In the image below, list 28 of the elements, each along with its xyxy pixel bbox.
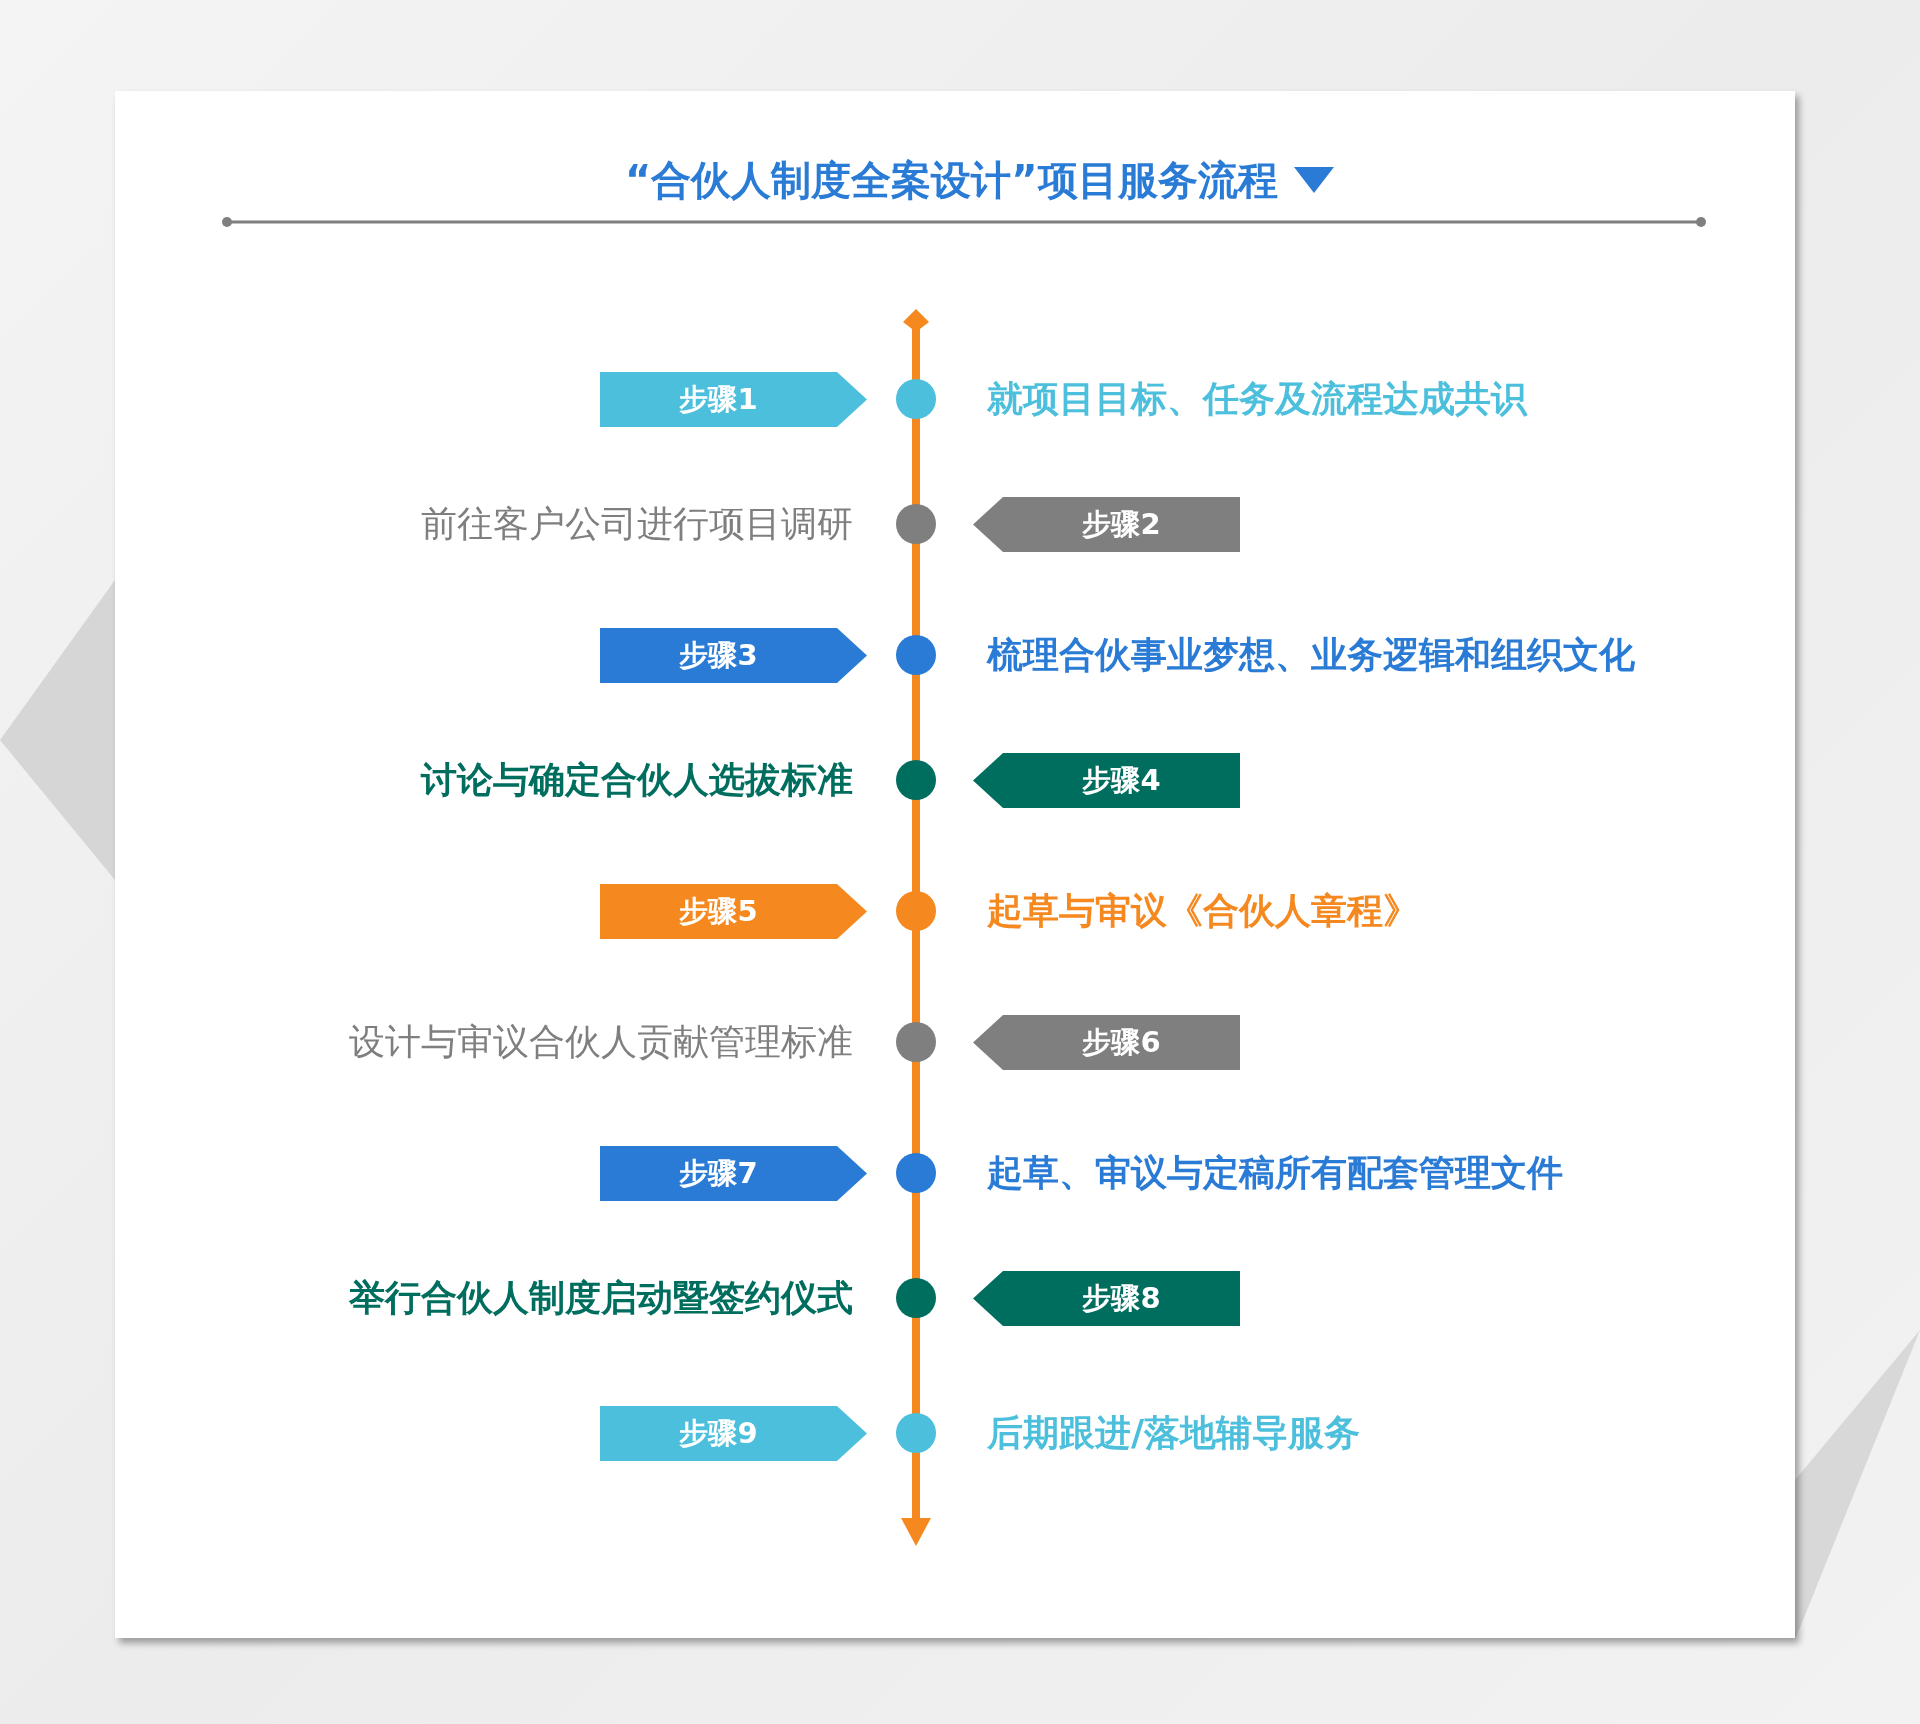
title: “合伙人制度全案设计”项目服务流程	[625, 156, 1278, 204]
step-label: 步骤7	[679, 1156, 758, 1191]
step-description: 讨论与确定合伙人选拔标准	[421, 758, 853, 802]
step-description: 梳理合伙事业梦想、业务逻辑和组织文化	[987, 633, 1635, 677]
step-description: 起草、审议与定稿所有配套管理文件	[987, 1151, 1563, 1195]
step-description: 前往客户公司进行项目调研	[421, 502, 853, 546]
step-label: 步骤1	[679, 382, 758, 417]
step-description: 后期跟进/落地辅导服务	[987, 1411, 1361, 1455]
step-tag	[973, 497, 1240, 552]
step-label: 步骤9	[679, 1416, 758, 1451]
step-description: 举行合伙人制度启动暨签约仪式	[349, 1276, 853, 1320]
step-label: 步骤3	[679, 638, 758, 673]
step-tag	[600, 628, 867, 683]
step-tag	[600, 372, 867, 427]
step-label: 步骤6	[1082, 1025, 1161, 1060]
step-tag	[600, 1146, 867, 1201]
step-label: 步骤5	[679, 894, 758, 929]
step-tag	[600, 884, 867, 939]
step-tag	[973, 753, 1240, 808]
step-tag	[600, 1406, 867, 1461]
step-description: 就项目目标、任务及流程达成共识	[987, 377, 1527, 421]
step-description: 设计与审议合伙人贡献管理标准	[349, 1020, 853, 1064]
step-label: 步骤4	[1082, 763, 1161, 798]
step-tag	[973, 1015, 1240, 1070]
step-description: 起草与审议《合伙人章程》	[987, 889, 1419, 933]
step-tag	[973, 1271, 1240, 1326]
step-label: 步骤2	[1082, 507, 1161, 542]
step-label: 步骤8	[1082, 1281, 1161, 1316]
